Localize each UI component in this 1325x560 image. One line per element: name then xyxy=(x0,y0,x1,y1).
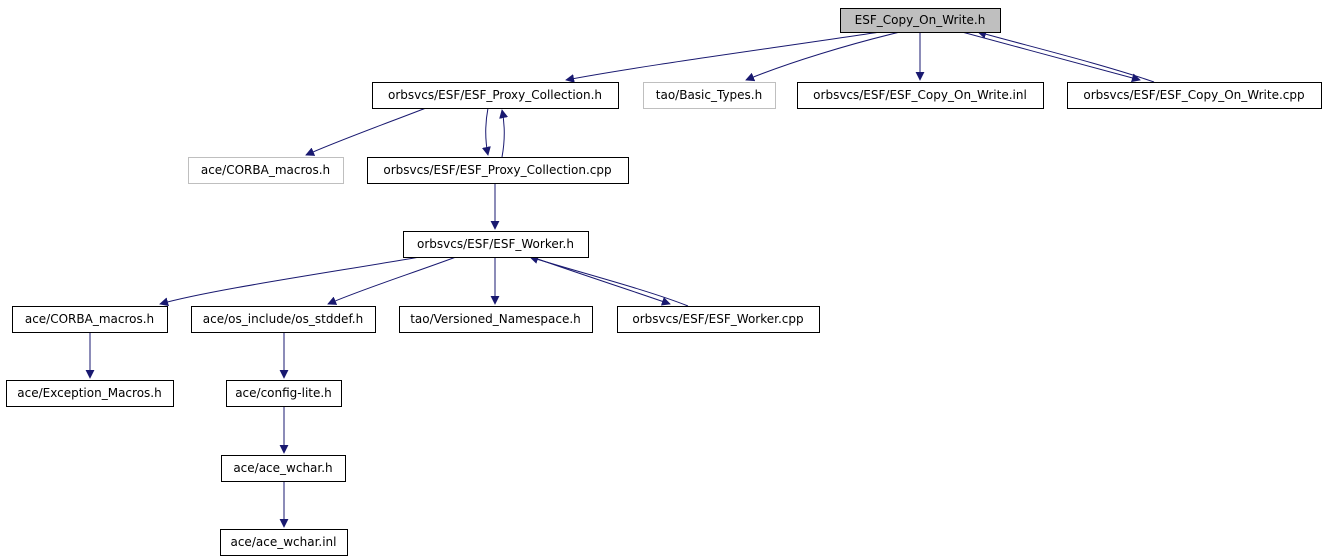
node-label: orbsvcs/ESF/ESF_Copy_On_Write.cpp xyxy=(1083,88,1304,102)
edge-esf_proxy_collection_h-to-esf_proxy_collection_cpp xyxy=(482,107,491,156)
edge-arrow xyxy=(977,29,1155,83)
node-label: ace/ace_wchar.h xyxy=(233,461,332,475)
edge-esf_copy_on_write_cpp-to-esf_copy_on_write_h xyxy=(977,29,1155,83)
edge-esf_proxy_collection_h-to-ace_corba_macros_h_top xyxy=(305,107,427,156)
node-label: ace/os_include/os_stddef.h xyxy=(203,312,363,326)
node-box xyxy=(188,157,344,184)
node-box xyxy=(643,82,776,109)
node-box xyxy=(221,455,346,482)
node-tao-basic-types-h[interactable]: tao/Basic_Types.h xyxy=(643,82,776,109)
edge-arrow xyxy=(482,107,491,156)
node-label: ace/ace_wchar.inl xyxy=(230,535,336,549)
node-ace-config-lite-h[interactable]: ace/config-lite.h xyxy=(226,380,342,407)
edge-esf_worker_h-to-ace_os_stddef_h xyxy=(327,256,457,305)
node-ace-corba-macros-h-top[interactable]: ace/CORBA_macros.h xyxy=(188,157,344,184)
node-label: tao/Versioned_Namespace.h xyxy=(410,312,581,326)
edges xyxy=(85,29,1155,528)
node-label: ESF_Copy_On_Write.h xyxy=(855,13,986,27)
node-label: ace/Exception_Macros.h xyxy=(17,386,161,400)
node-box xyxy=(226,380,342,407)
edge-arrow xyxy=(305,107,427,156)
node-esf-copy-on-write-cpp[interactable]: orbsvcs/ESF/ESF_Copy_On_Write.cpp xyxy=(1067,82,1322,109)
edge-esf_copy_on_write_h-to-esf_proxy_collection_h xyxy=(565,31,881,83)
edge-esf_copy_on_write_h-to-esf_copy_on_write_cpp xyxy=(961,31,1141,83)
node-label: orbsvcs/ESF/ESF_Proxy_Collection.cpp xyxy=(383,163,611,177)
node-label: orbsvcs/ESF/ESF_Worker.h xyxy=(417,237,574,251)
node-esf-proxy-collection-h[interactable]: orbsvcs/ESF/ESF_Proxy_Collection.h xyxy=(372,82,619,109)
node-ace-ace-wchar-h[interactable]: ace/ace_wchar.h xyxy=(221,455,346,482)
edge-arrow xyxy=(745,31,901,82)
node-esf-copy-on-write-h[interactable]: ESF_Copy_On_Write.h xyxy=(840,8,1001,33)
edge-arrow xyxy=(961,31,1141,83)
node-esf-worker-cpp[interactable]: orbsvcs/ESF/ESF_Worker.cpp xyxy=(617,306,820,333)
node-box xyxy=(797,82,1044,109)
edge-arrow xyxy=(565,31,881,83)
node-box xyxy=(840,8,1001,33)
node-box xyxy=(1067,82,1322,109)
node-box xyxy=(372,82,619,109)
node-box xyxy=(617,306,820,333)
node-esf-worker-h[interactable]: orbsvcs/ESF/ESF_Worker.h xyxy=(403,231,589,258)
node-label: orbsvcs/ESF/ESF_Worker.cpp xyxy=(632,312,803,326)
nodes: ESF_Copy_On_Write.h orbsvcs/ESF/ESF_Proxy… xyxy=(6,8,1322,556)
node-label: ace/CORBA_macros.h xyxy=(201,163,330,177)
node-box xyxy=(399,306,593,333)
node-box xyxy=(220,529,348,556)
node-box xyxy=(6,380,174,407)
node-tao-versioned-namespace-h[interactable]: tao/Versioned_Namespace.h xyxy=(399,306,593,333)
edge-esf_worker_cpp-to-esf_worker_h xyxy=(529,255,689,307)
edge-arrow xyxy=(529,255,689,307)
node-label: orbsvcs/ESF/ESF_Proxy_Collection.h xyxy=(388,88,602,102)
node-esf-copy-on-write-inl[interactable]: orbsvcs/ESF/ESF_Copy_On_Write.inl xyxy=(797,82,1044,109)
node-label: tao/Basic_Types.h xyxy=(656,88,762,102)
edge-arrow xyxy=(159,256,421,307)
edge-esf_copy_on_write_h-to-tao_basic_types_h xyxy=(745,31,901,82)
node-label: orbsvcs/ESF/ESF_Copy_On_Write.inl xyxy=(813,88,1027,102)
node-ace-os-stddef-h[interactable]: ace/os_include/os_stddef.h xyxy=(191,306,376,333)
edge-esf_proxy_collection_cpp-to-esf_proxy_collection_h xyxy=(499,109,508,158)
node-box xyxy=(12,306,168,333)
node-box xyxy=(191,306,376,333)
node-ace-corba-macros-h[interactable]: ace/CORBA_macros.h xyxy=(12,306,168,333)
node-ace-ace-wchar-inl[interactable]: ace/ace_wchar.inl xyxy=(220,529,348,556)
node-esf-proxy-collection-cpp[interactable]: orbsvcs/ESF/ESF_Proxy_Collection.cpp xyxy=(367,157,629,184)
edge-arrow xyxy=(499,109,508,158)
edge-esf_worker_h-to-ace_corba_macros_h xyxy=(159,256,421,307)
node-label: ace/config-lite.h xyxy=(235,386,332,400)
node-label: ace/CORBA_macros.h xyxy=(25,312,154,326)
node-box xyxy=(403,231,589,258)
node-ace-exception-macros-h[interactable]: ace/Exception_Macros.h xyxy=(6,380,174,407)
node-box xyxy=(367,157,629,184)
edge-arrow xyxy=(327,256,457,305)
